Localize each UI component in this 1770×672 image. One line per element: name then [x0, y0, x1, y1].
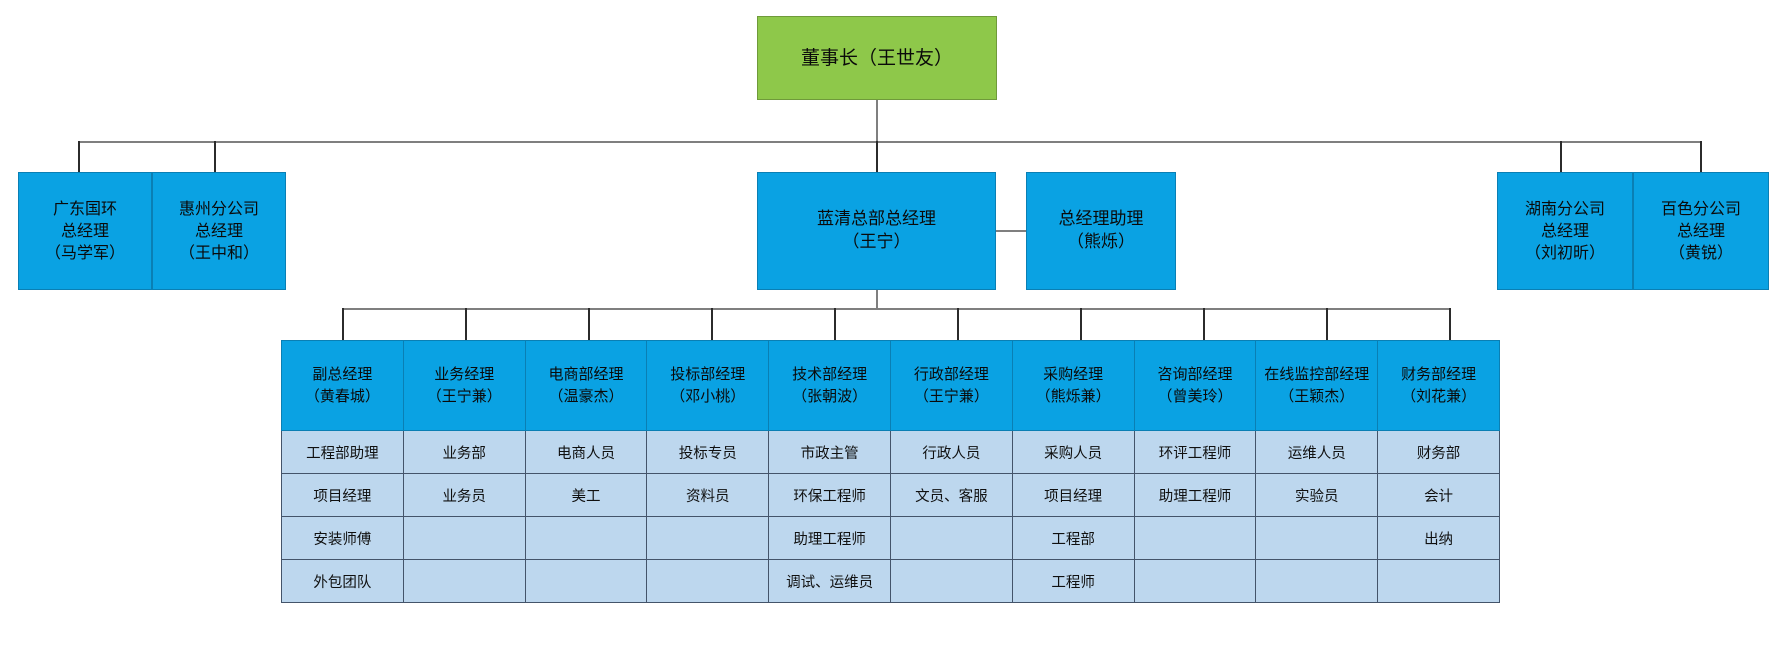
staff-cell — [1377, 559, 1500, 603]
connector-drop-dept-10 — [1449, 308, 1451, 340]
table-row: 项目经理 业务员 美工 资料员 环保工程师 文员、客服 项目经理 助理工程师 实… — [281, 473, 1500, 517]
staff-cell: 美工 — [524, 473, 648, 517]
staff-cell: 外包团队 — [281, 559, 404, 603]
node-baise-gm[interactable]: 百色分公司 总经理 （黄锐） — [1633, 172, 1769, 290]
staff-cell: 行政人员 — [889, 430, 1013, 474]
staff-cell: 环评工程师 — [1133, 430, 1257, 474]
dept-header[interactable]: 业务经理 （王宁兼） — [402, 340, 526, 431]
staff-cell: 业务员 — [402, 473, 526, 517]
staff-cell — [646, 516, 770, 560]
staff-cell: 工程师 — [1011, 559, 1135, 603]
staff-cell — [1255, 559, 1379, 603]
staff-cell: 环保工程师 — [768, 473, 891, 517]
staff-cell: 业务部 — [402, 430, 526, 474]
connector-drop-baise — [1700, 141, 1702, 172]
connector-dept-bus — [342, 308, 1450, 310]
dept-header[interactable]: 副总经理 （黄春城） — [281, 340, 404, 431]
department-header-row: 副总经理 （黄春城） 业务经理 （王宁兼） 电商部经理 （温豪杰） 投标部经理 … — [281, 340, 1500, 431]
staff-cell — [1133, 516, 1257, 560]
staff-cell: 投标专员 — [646, 430, 770, 474]
department-table: 副总经理 （黄春城） 业务经理 （王宁兼） 电商部经理 （温豪杰） 投标部经理 … — [281, 340, 1500, 603]
table-row: 安装师傅 助理工程师 工程部 出纳 — [281, 516, 1500, 560]
staff-cell — [1255, 516, 1379, 560]
dept-header[interactable]: 技术部经理 （张朝波） — [768, 340, 891, 431]
connector-hq-drop — [876, 290, 878, 309]
staff-cell: 调试、运维员 — [768, 559, 891, 603]
staff-cell — [889, 559, 1013, 603]
connector-drop-dept-7 — [1080, 308, 1082, 340]
node-hunan-gm[interactable]: 湖南分公司 总经理 （刘初昕） — [1497, 172, 1633, 290]
dept-header[interactable]: 咨询部经理 （曾美玲） — [1133, 340, 1257, 431]
dept-header[interactable]: 投标部经理 （邓小桃） — [646, 340, 770, 431]
staff-cell: 财务部 — [1377, 430, 1500, 474]
node-guangdong-gm[interactable]: 广东国环 总经理 （马学军） — [18, 172, 152, 290]
connector-drop-gd — [78, 141, 80, 172]
staff-cell: 项目经理 — [281, 473, 404, 517]
connector-drop-dept-2 — [465, 308, 467, 340]
connector-drop-dept-5 — [834, 308, 836, 340]
connector-tier2-bus — [78, 141, 1702, 143]
node-chairman[interactable]: 董事长（王世友） — [757, 16, 997, 100]
staff-cell — [402, 516, 526, 560]
staff-cell: 工程部 — [1011, 516, 1135, 560]
staff-cell — [524, 559, 648, 603]
dept-header[interactable]: 财务部经理 （刘花兼） — [1377, 340, 1500, 431]
connector-drop-dept-9 — [1326, 308, 1328, 340]
staff-cell: 出纳 — [1377, 516, 1500, 560]
dept-header[interactable]: 电商部经理 （温豪杰） — [524, 340, 648, 431]
connector-chairman-drop — [876, 100, 878, 142]
connector-drop-hq — [876, 141, 878, 172]
dept-header[interactable]: 采购经理 （熊烁兼） — [1011, 340, 1135, 431]
staff-cell: 市政主管 — [768, 430, 891, 474]
staff-cell — [524, 516, 648, 560]
connector-drop-dept-3 — [588, 308, 590, 340]
dept-header[interactable]: 在线监控部经理 （王颖杰） — [1255, 340, 1379, 431]
staff-cell: 工程部助理 — [281, 430, 404, 474]
table-row: 工程部助理 业务部 电商人员 投标专员 市政主管 行政人员 采购人员 环评工程师… — [281, 430, 1500, 474]
staff-cell: 电商人员 — [524, 430, 648, 474]
connector-drop-dept-1 — [342, 308, 344, 340]
connector-drop-huizhou — [214, 141, 216, 172]
staff-cell: 资料员 — [646, 473, 770, 517]
staff-cell: 助理工程师 — [1133, 473, 1257, 517]
connector-drop-dept-6 — [957, 308, 959, 340]
staff-cell: 助理工程师 — [768, 516, 891, 560]
staff-cell: 文员、客服 — [889, 473, 1013, 517]
staff-cell — [646, 559, 770, 603]
connector-drop-dept-4 — [711, 308, 713, 340]
staff-cell: 会计 — [1377, 473, 1500, 517]
node-huizhou-gm[interactable]: 惠州分公司 总经理 （王中和） — [152, 172, 286, 290]
staff-cell: 采购人员 — [1011, 430, 1135, 474]
connector-gm-assistant-link — [996, 230, 1026, 232]
staff-cell — [402, 559, 526, 603]
staff-cell: 运维人员 — [1255, 430, 1379, 474]
node-gm-assistant[interactable]: 总经理助理 （熊烁） — [1026, 172, 1176, 290]
staff-cell: 项目经理 — [1011, 473, 1135, 517]
staff-cell: 实验员 — [1255, 473, 1379, 517]
dept-header[interactable]: 行政部经理 （王宁兼） — [889, 340, 1013, 431]
staff-cell: 安装师傅 — [281, 516, 404, 560]
table-row: 外包团队 调试、运维员 工程师 — [281, 559, 1500, 603]
connector-drop-dept-8 — [1203, 308, 1205, 340]
connector-drop-hunan — [1560, 141, 1562, 172]
node-hq-gm[interactable]: 蓝清总部总经理 （王宁） — [757, 172, 996, 290]
staff-cell — [889, 516, 1013, 560]
staff-cell — [1133, 559, 1257, 603]
